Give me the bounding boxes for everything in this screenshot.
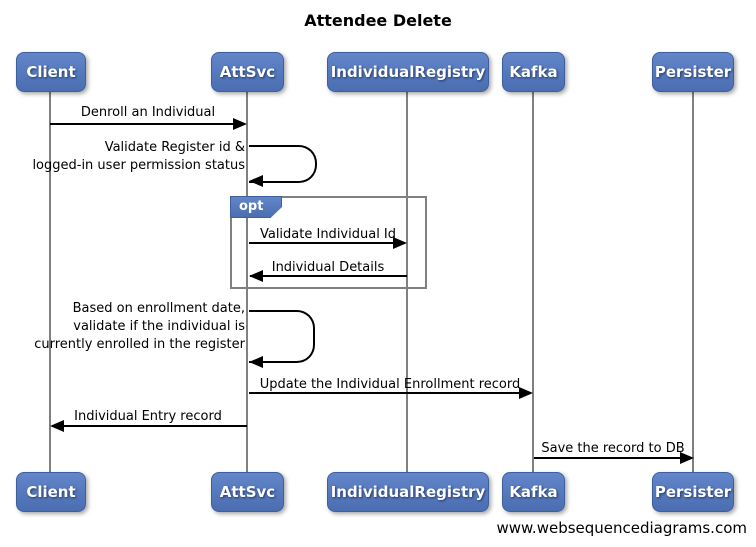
actor-bottom-attsvc: AttSvc — [211, 472, 284, 512]
arrowhead-left-icon — [249, 175, 263, 187]
watermark-websequencediagrams: www.websequencediagrams.com — [496, 519, 748, 537]
message-label-individual-details: Individual Details — [271, 260, 385, 275]
message-label-save-record: Save the record to DB — [541, 441, 685, 456]
actor-top-persister: Persister — [652, 52, 734, 92]
lifeline-persister — [692, 92, 694, 472]
actor-bottom-persister: Persister — [652, 472, 734, 512]
diagram-title: Attendee Delete — [304, 11, 452, 30]
message-arrow-validate-individual-id — [249, 242, 393, 244]
self-message-loop-validate-register — [249, 145, 317, 183]
arrowhead-right-icon — [519, 387, 533, 399]
actor-top-kafka: Kafka — [502, 52, 565, 92]
arrowhead-right-icon — [393, 237, 407, 249]
message-arrow-individual-entry-record — [52, 425, 247, 427]
message-arrow-denroll — [50, 123, 234, 125]
message-arrow-individual-details — [250, 275, 407, 277]
lifeline-client — [49, 92, 51, 472]
message-arrow-update-enrollment — [249, 392, 519, 394]
actor-bottom-individualregistry: IndividualRegistry — [327, 472, 489, 512]
actor-top-attsvc: AttSvc — [211, 52, 284, 92]
self-message-loop-enrollment-validation — [249, 310, 315, 363]
opt-fragment-frame — [230, 196, 427, 289]
lifeline-individualregistry — [406, 92, 408, 472]
arrowhead-left-icon — [249, 356, 263, 368]
arrowhead-right-icon — [680, 452, 694, 464]
arrowhead-left-icon — [50, 420, 64, 432]
actor-top-individualregistry: IndividualRegistry — [327, 52, 489, 92]
message-label-enrollment-validation: Based on enrollment date, validate if th… — [34, 301, 245, 352]
opt-fragment-label: opt — [230, 196, 282, 218]
lifeline-kafka — [532, 92, 534, 472]
lifeline-attsvc — [246, 92, 248, 472]
message-label-individual-entry-record: Individual Entry record — [74, 409, 222, 424]
actor-top-client: Client — [16, 52, 86, 92]
actor-bottom-kafka: Kafka — [502, 472, 565, 512]
arrowhead-right-icon — [233, 118, 247, 130]
message-arrow-save-record — [534, 457, 680, 459]
message-label-denroll: Denroll an Individual — [80, 105, 216, 120]
message-label-validate-register: Validate Register id & logged-in user pe… — [32, 140, 245, 173]
arrowhead-left-icon — [249, 270, 263, 282]
actor-bottom-client: Client — [16, 472, 86, 512]
message-label-update-enrollment: Update the Individual Enrollment record — [259, 377, 521, 392]
